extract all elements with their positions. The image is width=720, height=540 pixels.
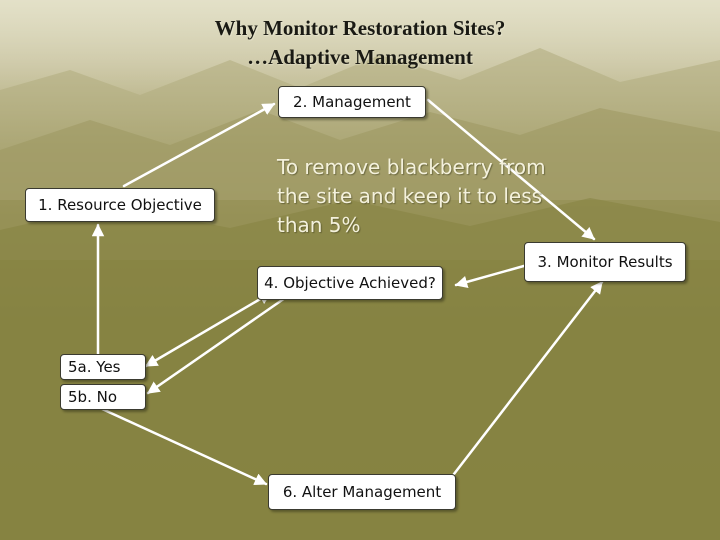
node-management[interactable]: 2. Management	[278, 86, 426, 118]
node-yes[interactable]: 5a. Yes	[60, 354, 146, 380]
node-monitor-results[interactable]: 3. Monitor Results	[524, 242, 686, 282]
node-no[interactable]: 5b. No	[60, 384, 146, 410]
node-alter-management[interactable]: 6. Alter Management	[268, 474, 456, 510]
node-resource-objective[interactable]: 1. Resource Objective	[25, 188, 215, 222]
objective-statement: To remove blackberry from the site and k…	[277, 155, 546, 237]
title-line-1: Why Monitor Restoration Sites?	[214, 16, 506, 40]
title-line-2: …Adaptive Management	[247, 45, 473, 69]
node-objective-achieved[interactable]: 4. Objective Achieved?	[257, 266, 443, 300]
